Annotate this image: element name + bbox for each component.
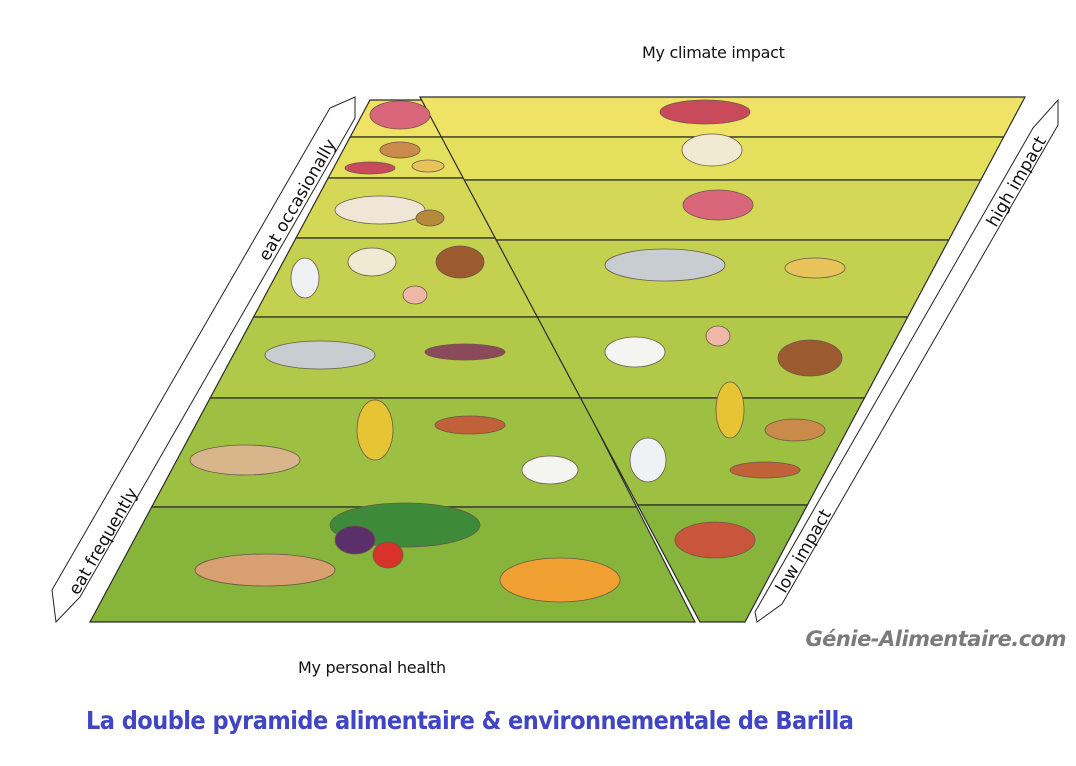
meat-icon bbox=[682, 189, 754, 221]
personal-health-label: My personal health bbox=[298, 658, 446, 677]
eggplant-icon bbox=[334, 525, 376, 555]
eggs-icon bbox=[705, 325, 731, 347]
meat-icon bbox=[369, 100, 431, 130]
croissant-icon bbox=[764, 418, 826, 442]
chicken-icon bbox=[435, 245, 485, 279]
meat-icon bbox=[344, 161, 396, 175]
fruit-icon bbox=[674, 521, 756, 559]
milk-icon bbox=[290, 257, 320, 299]
flour-icon bbox=[334, 195, 426, 225]
chicken-icon bbox=[777, 339, 843, 377]
fish-icon bbox=[264, 340, 376, 370]
potato-icon bbox=[415, 209, 445, 227]
nuts-icon bbox=[729, 461, 801, 479]
environmental-pyramid bbox=[418, 96, 1026, 623]
watermark: Génie-Alimentaire.com bbox=[805, 627, 1066, 651]
food-illustrations bbox=[189, 99, 846, 603]
butter-icon bbox=[411, 159, 445, 173]
milk-icon bbox=[629, 437, 667, 483]
climate-impact-label: My climate impact bbox=[642, 43, 785, 62]
legumes-icon bbox=[424, 343, 506, 361]
yogurt-icon bbox=[521, 455, 579, 485]
left-axis-arrow bbox=[51, 96, 356, 624]
right-axis-arrow bbox=[754, 98, 1059, 623]
cake-icon bbox=[379, 141, 421, 159]
oil-icon bbox=[356, 399, 394, 461]
bread-icon bbox=[189, 444, 301, 476]
nuts-icon bbox=[434, 415, 506, 435]
butter-icon bbox=[784, 257, 846, 279]
yogurt-icon bbox=[604, 336, 666, 368]
fruit-icon bbox=[499, 557, 621, 603]
bread-icon bbox=[194, 553, 336, 587]
caption: La double pyramide alimentaire & environ… bbox=[86, 706, 854, 735]
oil-icon bbox=[715, 381, 745, 439]
cheese-icon bbox=[347, 247, 397, 277]
fish-icon bbox=[604, 248, 726, 282]
cheese-icon bbox=[681, 133, 743, 167]
meat-icon bbox=[659, 99, 751, 125]
pyramid-band bbox=[495, 239, 950, 318]
tomato-icon bbox=[372, 541, 404, 569]
eggs-icon bbox=[402, 285, 428, 305]
